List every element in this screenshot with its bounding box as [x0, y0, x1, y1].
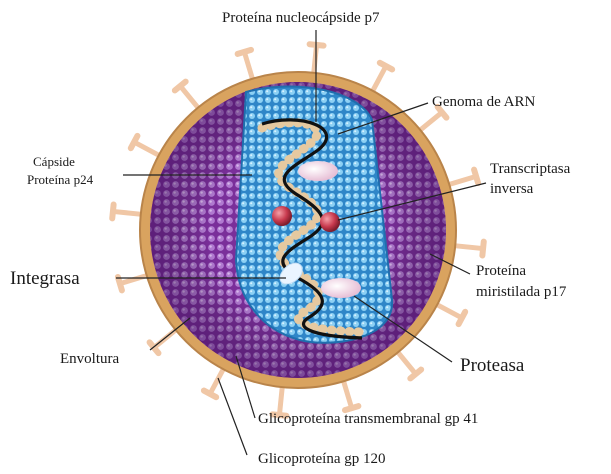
gp41-stem: [435, 304, 461, 318]
gp120-cap: [118, 277, 122, 290]
label-protease: Proteasa: [460, 355, 525, 376]
label-nucleocapsid: Proteína nucleocápside p7: [222, 10, 380, 26]
label-capsid-line1: Cápside: [33, 154, 75, 169]
gp120-cap: [204, 391, 216, 398]
gp41-stem: [447, 176, 476, 185]
label-genome: Genoma de ARN: [432, 94, 535, 110]
label-matrix-line1: Proteína: [476, 263, 526, 279]
gp41-stem: [113, 211, 143, 214]
label-rt-line2: inversa: [490, 181, 534, 197]
gp120-cap: [482, 242, 483, 256]
label-rt-line1: Transcriptasa: [490, 161, 571, 177]
reverse-transcriptase-1: [272, 206, 292, 226]
label-matrix-line2: miristilada p17: [476, 284, 567, 300]
gp120-cap: [112, 204, 113, 218]
gp41-stem: [397, 351, 416, 374]
gp41-stem: [180, 86, 199, 109]
protease-oval-1: [298, 161, 338, 181]
gp41-stem: [372, 66, 386, 92]
gp120-cap: [238, 50, 251, 54]
reverse-transcriptase-2: [320, 212, 340, 232]
gp41-stem: [244, 52, 253, 81]
gp120-cap: [345, 406, 358, 410]
gp41-stem: [343, 379, 352, 408]
protease-oval-2: [321, 278, 361, 298]
label-gp41: Glicoproteína transmembranal gp 41: [258, 411, 478, 427]
label-envelope: Envoltura: [60, 351, 119, 367]
gp41-stem: [120, 275, 149, 284]
gp120-cap: [459, 312, 466, 324]
leader-gp120: [218, 378, 247, 455]
gp120-cap: [474, 170, 478, 183]
label-integrase: Integrasa: [10, 268, 80, 289]
label-gp120: Glicoproteína gp 120: [258, 451, 385, 467]
label-capsid-line2: Proteína p24: [27, 172, 94, 187]
gp41-stem: [453, 246, 483, 249]
gp120-cap: [131, 136, 138, 148]
gp120-cap: [380, 63, 392, 70]
gp41-stem: [419, 112, 442, 131]
gp41-stem: [134, 142, 160, 156]
